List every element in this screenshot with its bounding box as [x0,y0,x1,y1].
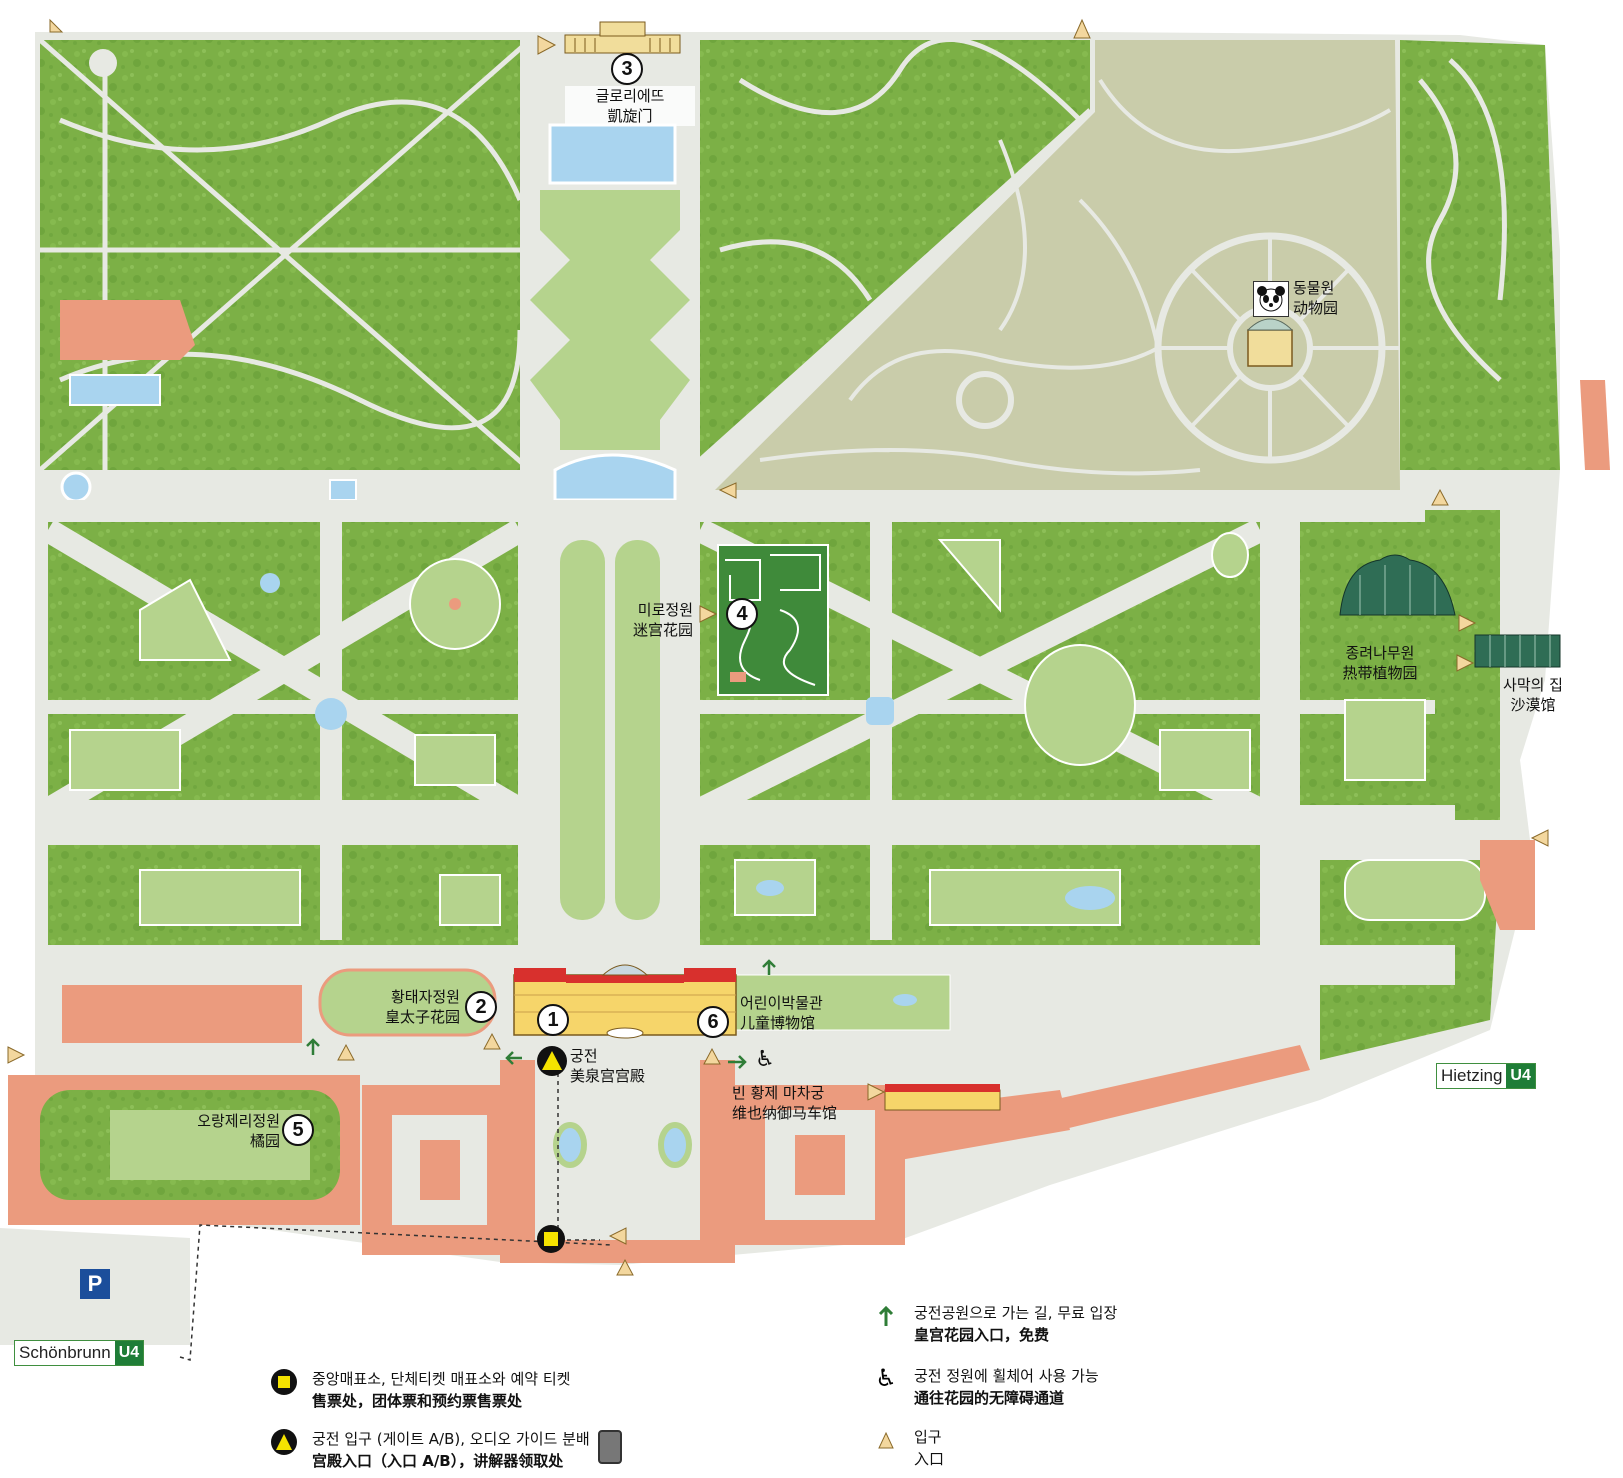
fountain-left [315,698,347,730]
entrance-markers [7,18,1549,1276]
schoenbrunn-u4-badge: U4 [114,1341,144,1365]
crown-prince-label-ko: 황태자정원 [390,988,460,1006]
maze-number[interactable]: 4 [726,598,758,630]
legend-palace-entrance-ko: 궁전 입구 (게이트 A/B), 오디오 가이드 분배 [312,1430,590,1448]
children-museum-label-ko: 어린이박물관 [740,994,823,1012]
palace-label[interactable]: 궁전 美泉宫宫殿 [570,1046,645,1086]
children-museum-number[interactable]: 6 [697,1006,729,1038]
green-arrow-icon [872,1302,900,1330]
legend-entrance-zh: 入口 [914,1450,945,1468]
neptune-pool [553,453,677,502]
palm-house-label-zh: 热带植物园 [1342,664,1418,682]
hietzing-station-name: Hietzing [1441,1066,1503,1085]
desert-house-label-zh: 沙漠馆 [1510,696,1556,714]
gloriette-label-ko: 글로리에뜨 [595,87,665,105]
orangery-label[interactable]: 오랑제리정원 橘园 [165,1111,280,1151]
palace-entrance-marker[interactable] [537,1046,567,1076]
palace-label-zh: 美泉宫宫殿 [570,1067,646,1085]
zoo-label-ko: 동물원 [1293,279,1335,297]
legend-wheelchair: ♿ 궁전 정원에 휠체어 사용 가능 通往花园的无障碍通道 [872,1365,1099,1409]
desert-house-label-ko: 사막의 집 [1503,676,1563,694]
zoo-label[interactable]: 동물원 动物园 [1293,278,1338,318]
wheelchair-legend-icon: ♿ [875,1365,897,1392]
audio-guide-icon [597,1430,622,1464]
hietzing-u4-badge: U4 [1506,1064,1535,1088]
entrance-triangle-icon [872,1426,900,1454]
center-parterre [520,500,700,950]
carriage-museum-label[interactable]: 빈 황제 마차궁 维也纳御马车馆 [732,1083,837,1123]
maze-label-zh: 迷宫花园 [632,621,693,639]
legend-entrance-ko: 입구 [914,1428,942,1446]
legend-ticket-ko: 중앙매표소, 단체티켓 매표소와 예약 티켓 [312,1370,571,1388]
building-east [1580,380,1610,470]
zoo-label-zh: 动物园 [1293,299,1339,317]
palace-label-ko: 궁전 [570,1047,598,1065]
legend-free-entry-zh: 皇宫花园入口，免费 [914,1326,1050,1344]
gloriette-label[interactable]: 글로리에뜨 凱旋门 [565,86,695,126]
gloriette-lawn [530,190,690,450]
maze-label-ko: 미로정원 [637,601,693,619]
orangery-label-zh: 橘园 [249,1132,280,1150]
zoo-paths [759,78,1400,476]
carriage-museum-label-zh: 维也纳御马车馆 [732,1104,838,1122]
legend-palace-entrance-zh: 宫殿入口（入口 A/B），讲解器领取处 [312,1452,564,1470]
children-museum-label-zh: 儿童博物馆 [740,1014,816,1032]
desert-house-label[interactable]: 사막의 집 沙漠馆 [1488,675,1578,715]
hietzing-station[interactable]: Hietzing U4 [1436,1063,1536,1089]
carriage-museum-building [884,1084,1001,1111]
gloriette-building [564,21,681,54]
palace-entrance-icon [270,1428,298,1456]
schoenbrunn-station[interactable]: Schönbrunn U4 [14,1340,145,1366]
crown-prince-number[interactable]: 2 [465,991,497,1023]
legend-free-entry: 궁전공원으로 가는 길, 무료 입장 皇宫花园入口，免费 [872,1302,1117,1346]
legend-free-entry-ko: 궁전공원으로 가는 길, 무료 입장 [914,1304,1118,1322]
pool-top-left [69,374,161,406]
schoenbrunn-station-name: Schönbrunn [19,1343,111,1362]
ticket-office-icon [270,1368,298,1396]
legend-ticket: 중앙매표소, 단체티켓 매표소와 예약 티켓 售票处，团体票和预约票售票处 [270,1368,570,1412]
palm-house-label[interactable]: 종려나무원 热带植物园 [1320,643,1440,683]
parking-icon[interactable]: P [80,1269,110,1299]
palace-number[interactable]: 1 [537,1004,569,1036]
legend-ticket-zh: 售票处，团体票和预约票售票处 [312,1392,523,1410]
walk-route [179,1224,613,1361]
gloriette-number[interactable]: 3 [611,53,643,85]
legend-wheelchair-zh: 通往花园的无障碍通道 [914,1389,1065,1407]
wheelchair-icon: ♿ [755,1046,775,1071]
gloriette-pool [548,123,677,185]
gloriette-label-zh: 凱旋门 [607,107,653,125]
panda-icon [1253,281,1289,317]
fountain-right [866,697,894,725]
roundabout [89,49,117,77]
ticket-office-marker[interactable] [537,1225,565,1253]
free-entry-arrows [306,959,776,1069]
crown-prince-label-zh: 皇太子花园 [384,1008,460,1026]
legend-entrance: 입구 入口 [872,1426,944,1470]
palm-house-label-ko: 종려나무원 [1345,644,1415,662]
orangery-number[interactable]: 5 [282,1114,314,1146]
desert-house [1474,634,1561,668]
carriage-museum-label-ko: 빈 황제 마차궁 [732,1084,825,1102]
maze-label[interactable]: 미로정원 迷宫花园 [605,600,693,640]
zoo-pavilion [1247,329,1293,367]
children-museum-label[interactable]: 어린이박물관 儿童博物馆 [740,993,823,1033]
building-top-left [60,300,195,360]
crown-prince-label[interactable]: 황태자정원 皇太子花园 [360,987,460,1027]
legend-palace-entrance: 궁전 입구 (게이트 A/B), 오디오 가이드 분배 宫殿入口（入口 A/B）… [270,1428,622,1472]
legend-wheelchair-ko: 궁전 정원에 휠체어 사용 가능 [914,1367,1099,1385]
orangery-label-ko: 오랑제리정원 [197,1112,280,1130]
palm-house [1339,554,1456,616]
